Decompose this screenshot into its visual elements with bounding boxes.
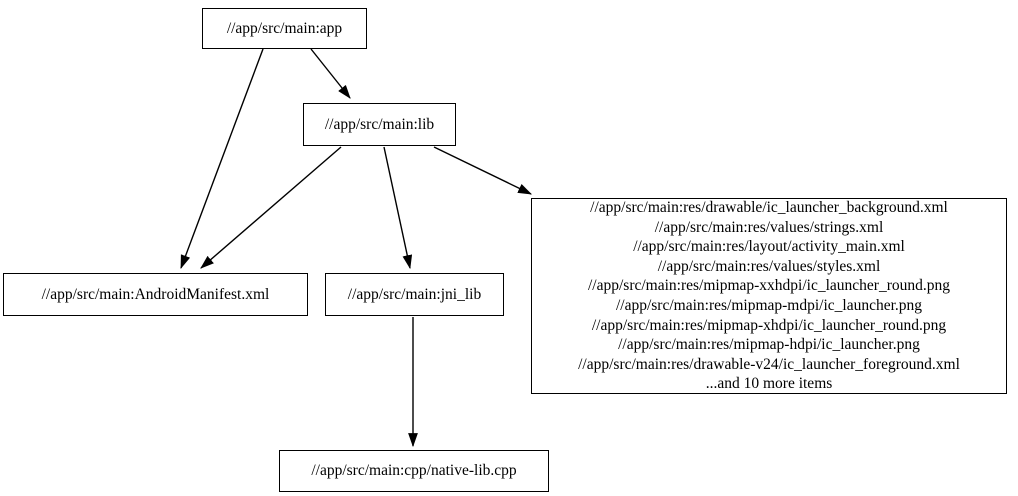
edge-app-to-manifest bbox=[180, 48, 264, 270]
edge-lib-to-manifest bbox=[200, 146, 342, 269]
graph-node-native-lib-cpp[interactable]: //app/src/main:cpp/native-lib.cpp bbox=[279, 450, 549, 492]
graph-node-lib[interactable]: //app/src/main:lib bbox=[303, 103, 456, 146]
edge-app-to-lib bbox=[310, 48, 351, 99]
edge-lib-to-jni-lib bbox=[383, 146, 413, 270]
graph-node-native-lib-cpp-label: //app/src/main:cpp/native-lib.cpp bbox=[311, 462, 517, 480]
graph-node-res-group-label: //app/src/main:res/drawable/ic_launcher_… bbox=[578, 199, 960, 393]
graph-node-jni-lib[interactable]: //app/src/main:jni_lib bbox=[325, 273, 504, 316]
edge-lib-to-res-group bbox=[433, 146, 533, 195]
graph-node-app[interactable]: //app/src/main:app bbox=[202, 8, 367, 49]
graph-node-app-label: //app/src/main:app bbox=[226, 19, 343, 37]
graph-node-android-manifest-label: //app/src/main:AndroidManifest.xml bbox=[41, 285, 270, 303]
graph-node-android-manifest[interactable]: //app/src/main:AndroidManifest.xml bbox=[3, 273, 308, 316]
graph-node-res-group[interactable]: //app/src/main:res/drawable/ic_launcher_… bbox=[531, 198, 1007, 394]
graph-node-lib-label: //app/src/main:lib bbox=[324, 115, 435, 133]
graph-node-jni-lib-label: //app/src/main:jni_lib bbox=[347, 285, 482, 303]
